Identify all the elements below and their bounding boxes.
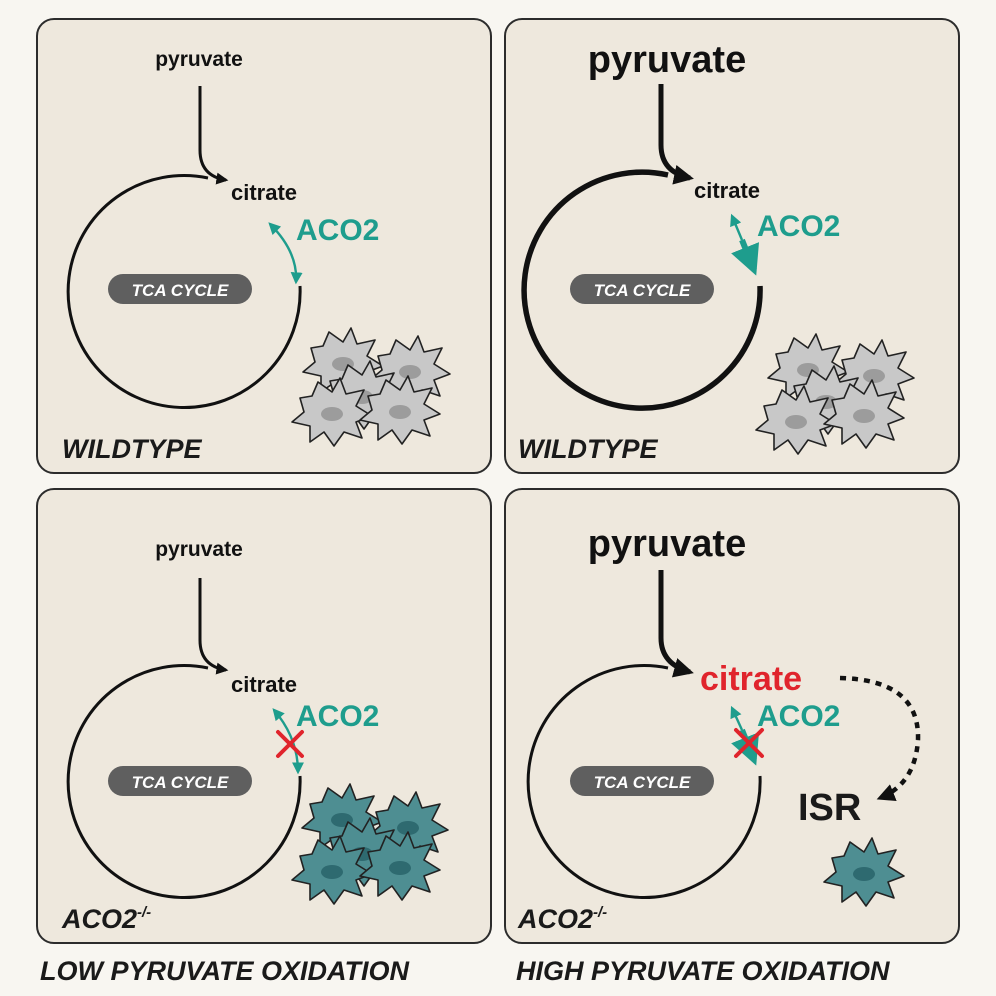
cell xyxy=(369,335,451,405)
pyruvate-label: pyruvate xyxy=(588,523,746,565)
genotype-label: WILDTYPE xyxy=(518,434,658,464)
citrate-label: citrate xyxy=(231,672,297,697)
tca-cycle-label: TCA CYCLE xyxy=(594,281,691,300)
tca-cycle-label: TCA CYCLE xyxy=(594,773,691,792)
aco2-forward-arrow xyxy=(731,238,760,276)
cell xyxy=(359,375,441,445)
wildtype-cell-cluster xyxy=(291,327,451,447)
tca-cycle-circle xyxy=(526,664,762,900)
tca-cycle-label: TCA CYCLE xyxy=(132,773,229,792)
knockout-cell-cluster xyxy=(291,783,449,905)
cell xyxy=(755,385,837,455)
tca-cycle-circle xyxy=(66,174,302,410)
tca-cycle-pill xyxy=(570,766,714,796)
tca-cycle-label: TCA CYCLE xyxy=(132,281,229,300)
footer-low-pyruvate-oxidation: LOW PYRUVATE OXIDATION xyxy=(40,956,409,986)
panel-1-diagram: pyruvate citrate ACO2 TCA CYCLE WILDTYPE xyxy=(62,48,451,464)
tca-cycle-pill xyxy=(108,766,252,796)
aco2-enzyme-label: ACO2 xyxy=(757,210,840,243)
panel-4-diagram: pyruvate citrate ACO2 TCA CYCLE ISR ACO2… xyxy=(517,523,921,934)
aco2-reaction-arrow xyxy=(268,222,303,285)
citrate-to-isr-dashed-arrow xyxy=(839,675,921,801)
citrate-label: citrate xyxy=(231,180,297,205)
tca-cycle-pill xyxy=(108,274,252,304)
genotype-label: WILDTYPE xyxy=(62,434,202,464)
pyruvate-flux-arrow xyxy=(198,578,229,675)
aco2-block-x-icon xyxy=(734,728,764,758)
pyruvate-flux-arrow xyxy=(658,570,694,678)
aco2-enzyme-label: ACO2 xyxy=(296,214,379,247)
footer-high-pyruvate-oxidation: HIGH PYRUVATE OXIDATION xyxy=(516,956,890,986)
knockout-cell xyxy=(823,837,905,907)
aco2-reverse-arrow xyxy=(730,705,744,731)
cell xyxy=(359,831,441,901)
cell xyxy=(823,379,905,449)
pyruvate-flux-arrow xyxy=(658,84,694,185)
citrate-label: citrate xyxy=(700,660,802,698)
isr-label: ISR xyxy=(798,787,861,829)
aco2-block-x-icon xyxy=(276,730,304,758)
pyruvate-flux-arrow xyxy=(198,86,229,185)
pyruvate-label: pyruvate xyxy=(588,39,746,81)
genotype-label: ACO2-/- xyxy=(517,904,607,934)
cell xyxy=(833,339,915,409)
citrate-label: citrate xyxy=(694,178,760,203)
wildtype-cell-cluster xyxy=(755,333,915,455)
aco2-reverse-arrow xyxy=(730,213,744,241)
genotype-label: ACO2-/- xyxy=(61,904,151,934)
cell xyxy=(291,835,373,905)
cell xyxy=(291,377,373,447)
tca-cycle-circle xyxy=(66,664,302,900)
cell xyxy=(367,791,449,861)
aco2-enzyme-label: ACO2 xyxy=(296,700,379,733)
tca-cycle-pill xyxy=(570,274,714,304)
pyruvate-label: pyruvate xyxy=(155,538,243,561)
panel-2-diagram: pyruvate citrate ACO2 TCA CYCLE WILDTYPE xyxy=(518,39,915,464)
tca-cycle-circle xyxy=(521,169,763,411)
aco2-enzyme-label: ACO2 xyxy=(757,700,840,733)
pyruvate-label: pyruvate xyxy=(155,48,243,71)
panel-3-diagram: pyruvate citrate ACO2 TCA CYCLE ACO2-/- xyxy=(61,538,449,934)
